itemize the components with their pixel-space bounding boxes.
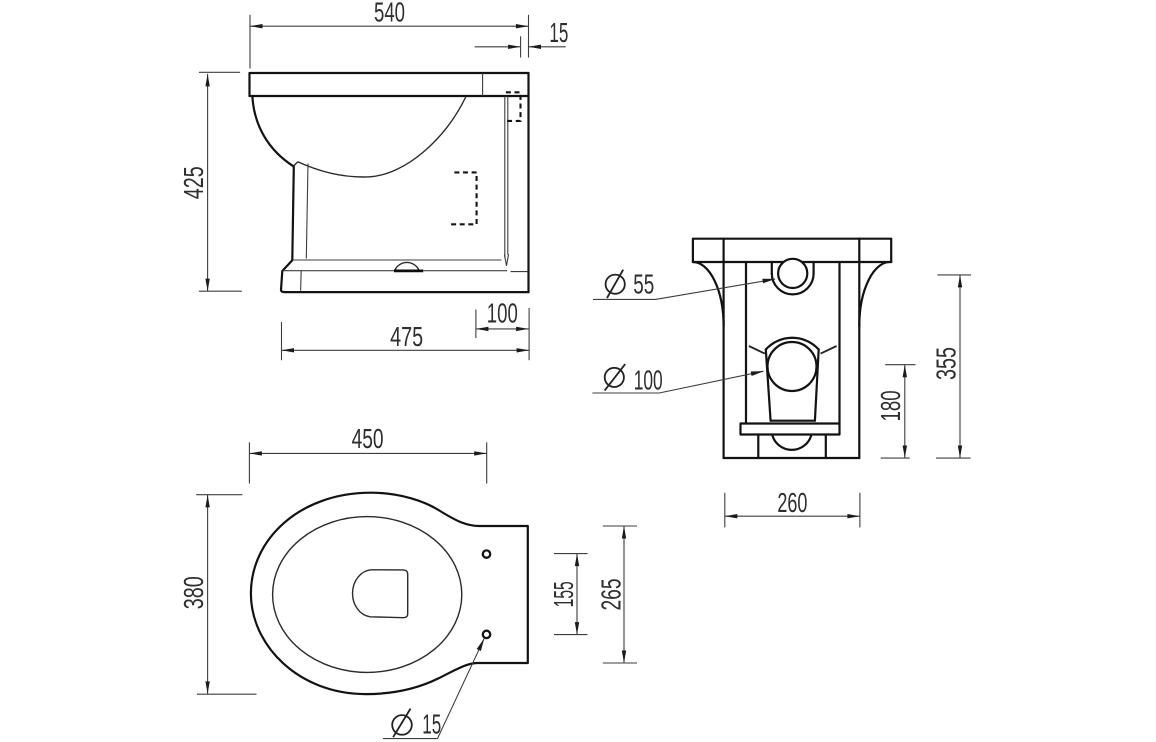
svg-text:100: 100 — [634, 364, 663, 395]
svg-text:155: 155 — [548, 581, 579, 607]
svg-text:15: 15 — [422, 708, 441, 739]
svg-text:180: 180 — [875, 390, 906, 421]
svg-text:55: 55 — [633, 269, 654, 300]
svg-text:380: 380 — [178, 576, 209, 609]
svg-text:450: 450 — [352, 423, 384, 454]
svg-text:475: 475 — [390, 321, 423, 352]
svg-text:425: 425 — [178, 166, 209, 199]
svg-text:355: 355 — [931, 347, 962, 380]
svg-text:260: 260 — [777, 487, 807, 518]
svg-text:100: 100 — [487, 298, 518, 329]
svg-text:540: 540 — [374, 0, 405, 28]
svg-text:15: 15 — [549, 17, 568, 48]
svg-text:265: 265 — [596, 579, 627, 611]
